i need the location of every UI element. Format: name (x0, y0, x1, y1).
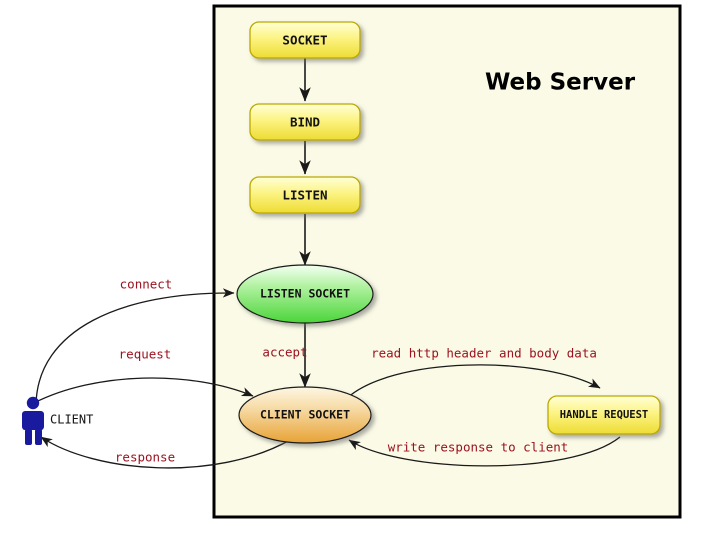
edge-label-read-http: read http header and body data (371, 346, 597, 361)
node-client-socket-shape[interactable] (238, 386, 372, 444)
actor-client[interactable]: CLIENT (22, 396, 93, 445)
edge-write-response (348, 436, 621, 467)
node-socket-label: SOCKET (282, 33, 327, 48)
panel-title: Web Server (485, 70, 636, 96)
edge-label-response: response (115, 450, 175, 465)
node-bind-shape[interactable] (249, 103, 361, 141)
edge-response (40, 436, 291, 469)
node-client-socket[interactable]: CLIENT SOCKET (238, 386, 372, 444)
node-listen[interactable]: LISTEN (249, 176, 361, 214)
edge-label-write-response: write response to client (388, 440, 569, 455)
node-listen-socket-shape[interactable] (236, 264, 374, 324)
edge-read-http (344, 364, 601, 401)
node-listen-shape[interactable] (249, 176, 361, 214)
node-handle-request-label: HANDLE REQUEST (560, 409, 649, 421)
node-handle-request-shape[interactable] (547, 395, 661, 435)
node-listen-label: LISTEN (282, 188, 327, 203)
edge-label-connect: connect (120, 277, 173, 292)
client-figure-icon (22, 396, 44, 445)
edge-label-accept: accept (262, 345, 307, 360)
edge-label-request: request (119, 347, 172, 362)
node-socket-shape[interactable] (249, 21, 361, 59)
node-socket[interactable]: SOCKET (249, 21, 361, 59)
node-listen-socket[interactable]: LISTEN SOCKET (236, 264, 374, 324)
node-handle-request[interactable]: HANDLE REQUEST (547, 395, 661, 435)
edge-connect (35, 288, 235, 405)
node-listen-socket-label: LISTEN SOCKET (260, 287, 350, 301)
node-client-socket-label: CLIENT SOCKET (260, 408, 350, 422)
actor-client-label: CLIENT (50, 413, 93, 427)
node-bind[interactable]: BIND (249, 103, 361, 141)
node-bind-label: BIND (290, 115, 320, 130)
edge-request (33, 377, 254, 404)
